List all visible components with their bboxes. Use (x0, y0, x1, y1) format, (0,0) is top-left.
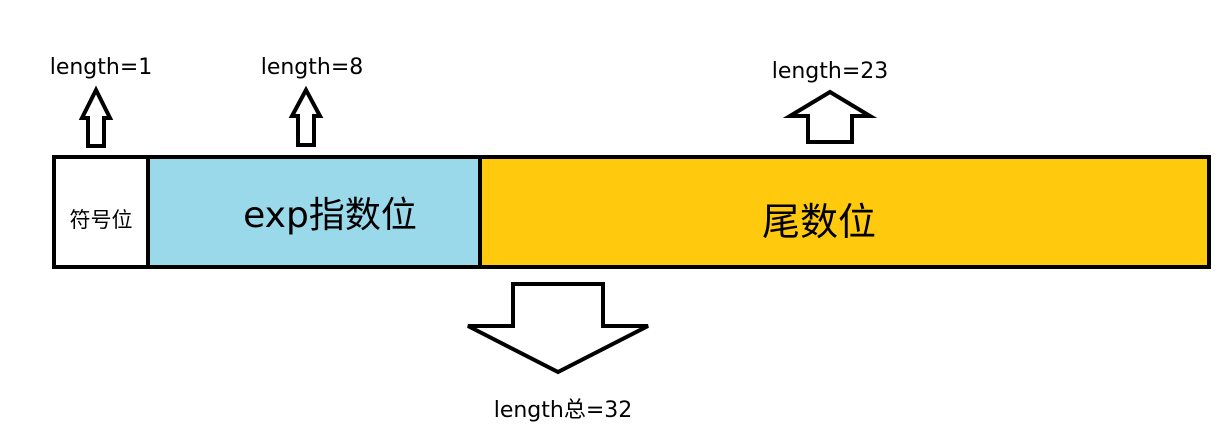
total-down-arrow-icon (467, 282, 649, 375)
exp-length-label: length=8 (261, 55, 364, 80)
exp-field-label: exp指数位 (243, 195, 417, 236)
sign-field (52, 155, 150, 269)
exp-field (146, 155, 482, 269)
mantissa-up-arrow-icon (782, 89, 878, 144)
mantissa-field (478, 155, 1211, 269)
sign-length-label: length=1 (50, 55, 153, 80)
sign-up-arrow-icon (78, 85, 114, 148)
total-length-label: length总=32 (494, 398, 633, 423)
sign-field-label: 符号位 (70, 208, 133, 232)
mantissa-length-label: length=23 (772, 59, 889, 84)
exp-up-arrow-icon (288, 85, 324, 147)
mantissa-field-label: 尾数位 (762, 200, 876, 244)
